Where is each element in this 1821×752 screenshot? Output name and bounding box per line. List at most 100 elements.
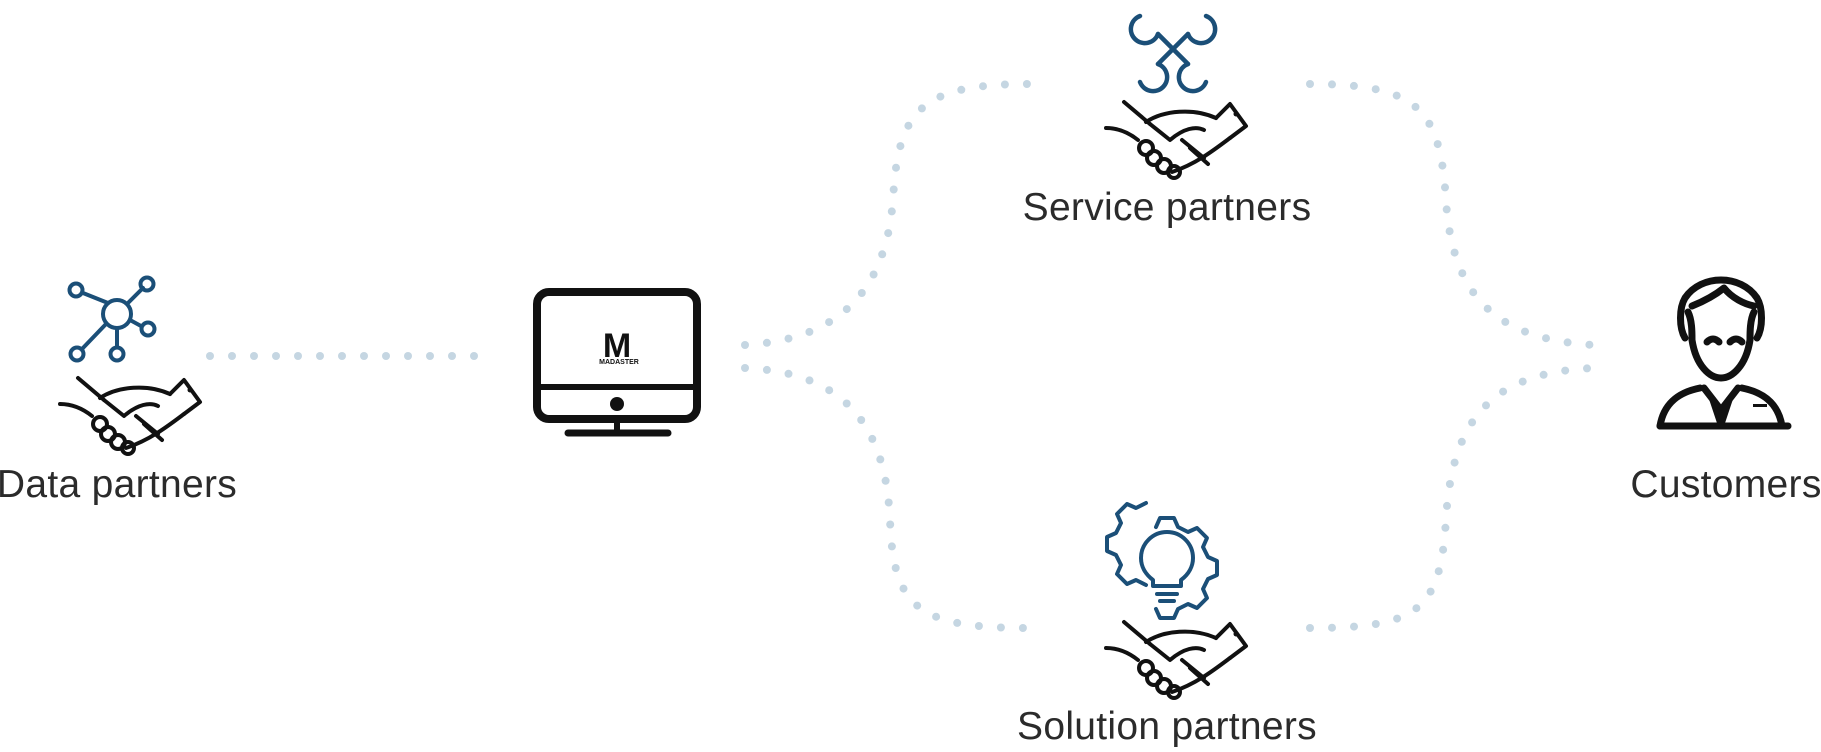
connector-dot [886,520,895,529]
connector-dot [1583,364,1591,373]
connector-platform-to-solution [741,364,1027,632]
connector-dot [1443,501,1451,510]
connector-dot [1442,205,1451,214]
service-partners-label: Service partners [1022,186,1312,229]
connector-dot [1371,85,1380,94]
connector-solution-to-customers [1306,364,1591,632]
connector-dot [932,612,941,621]
connector-dot [1542,334,1550,343]
connector-dot [1445,480,1454,488]
connector-dot [426,352,434,360]
connector-dot [1468,418,1477,427]
connector-platform-to-service [741,80,1031,349]
connector-dot [913,601,922,610]
connector-dot [904,121,913,130]
connector-dot [1499,387,1508,396]
connector-dot [1539,370,1548,379]
network-icon [67,275,157,363]
connector-dot [1371,620,1380,628]
connector-dot [741,341,749,349]
connector-dot [887,542,896,551]
connector-dot [1349,81,1358,90]
handshake-icon [58,376,202,456]
connector-dot [1022,80,1031,88]
gear-lightbulb-icon [1105,501,1219,620]
connector-dot [1328,623,1336,632]
connector-dot [250,352,258,360]
connector-dot [206,352,214,360]
connector-dot [974,622,983,630]
connector-dot [805,376,814,385]
connector-dot [1469,288,1478,297]
madaster-logo-mark: M [603,327,631,365]
madaster-logo-text: MADASTER [599,359,639,366]
connector-dot [1482,401,1490,410]
connector-dot [884,498,893,507]
connector-dot [1501,317,1510,326]
connector-dot [1392,91,1401,100]
connector-dot [1434,567,1443,576]
connector-dot [382,352,390,360]
connector-dot [892,163,900,172]
connector-dot [825,318,834,327]
connector-service-to-customers [1306,80,1594,349]
connector-dot [1458,269,1467,278]
connector-dots [206,80,1594,632]
connector-dot [881,476,890,485]
connector-dot [1439,545,1448,554]
madaster-logo: M MADASTER [599,327,639,366]
connector-dot [1521,327,1529,336]
connector-dot [228,352,236,360]
handshake-icon [1104,100,1248,180]
person-icon [1656,276,1792,430]
connector-dot [878,250,887,259]
connector-dot [1018,624,1027,632]
data-partners-label: Data partners [0,463,238,506]
connector-data-to-platform [206,352,478,360]
connector-dot [1450,248,1459,257]
connector-dot [1306,624,1314,632]
customers-node [1656,276,1792,430]
connector-dot [338,352,346,360]
connector-dot [741,364,749,372]
connector-dot [842,305,851,314]
connector-dot [869,270,878,279]
connector-dot [1483,304,1492,313]
connector-dot [470,352,478,360]
connector-dot [884,229,893,238]
connector-dot [762,338,771,347]
connector-dot [1393,614,1402,623]
connector-dot [784,334,793,343]
connector-dot [957,85,966,94]
connector-dot [360,352,368,360]
connector-dot [825,386,834,395]
connector-dot [887,207,896,216]
connector-dot [1518,377,1527,386]
connector-dot [1433,140,1442,149]
connector-dot [1412,604,1421,613]
customers-label: Customers [1630,463,1821,506]
connector-dot [448,352,456,360]
connector-dot [868,434,877,443]
connector-dot [404,352,412,360]
connector-dot [857,416,866,424]
connector-dot [1411,102,1420,111]
connector-dot [1441,183,1449,192]
connector-dot [953,618,962,627]
connector-dot [1426,587,1435,596]
connector-dot [316,352,324,360]
connector-dot [979,82,987,91]
connector-dot [917,104,926,113]
connector-dot [1457,437,1466,446]
service-partners-node [1104,13,1248,180]
connector-dot [1438,161,1447,170]
wrenches-icon [1128,13,1218,94]
connector-dot [876,455,885,464]
connector-dot [889,185,898,194]
connector-dot [899,584,908,593]
platform-node: M MADASTER [533,288,701,437]
connector-dot [1450,458,1459,467]
monitor-icon [533,288,701,437]
connector-dot [1445,227,1454,236]
connector-dot [891,564,900,572]
